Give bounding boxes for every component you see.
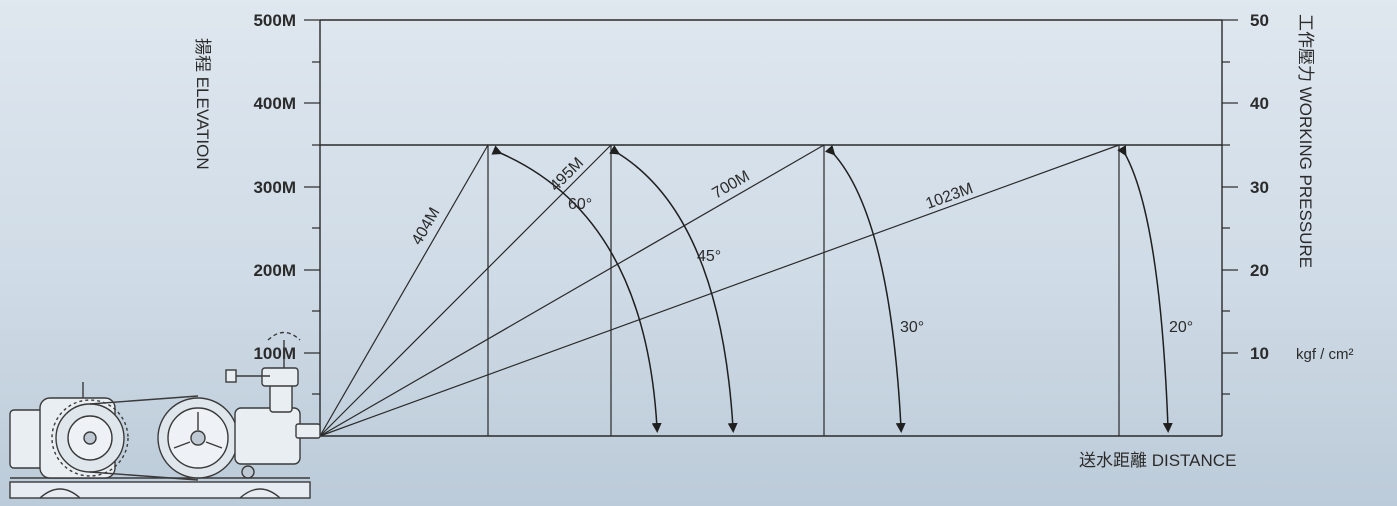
angle-label: 45° bbox=[697, 248, 721, 265]
left-axis-title: 揚程 ELEVATION bbox=[193, 38, 212, 170]
left-tick-label: 200M bbox=[253, 261, 296, 280]
left-ticks bbox=[304, 19, 320, 395]
arrow-30 bbox=[824, 144, 906, 433]
right-ticks bbox=[1222, 19, 1238, 395]
ray-404 bbox=[319, 144, 489, 437]
left-tick-labels: 500M 400M 300M 200M 100M bbox=[253, 11, 296, 363]
ray-label: 1023M bbox=[924, 180, 976, 213]
pressure-unit: kgf / cm² bbox=[1296, 346, 1354, 363]
angle-label: 30° bbox=[900, 319, 924, 336]
arrow-60 bbox=[491, 145, 662, 433]
left-tick-label: 100M bbox=[253, 344, 296, 363]
ray-label: 700M bbox=[710, 168, 753, 203]
left-tick-label: 300M bbox=[253, 178, 296, 197]
right-tick-labels: 50 40 30 20 10 bbox=[1250, 11, 1269, 363]
right-tick-label: 20 bbox=[1250, 261, 1269, 280]
ray-495 bbox=[319, 144, 612, 437]
angle-label: 20° bbox=[1169, 319, 1193, 336]
verticals bbox=[487, 145, 1120, 436]
ray-700 bbox=[319, 144, 825, 437]
arrow-20 bbox=[1117, 145, 1173, 433]
arrow-45 bbox=[609, 145, 738, 433]
left-tick-label: 400M bbox=[253, 94, 296, 113]
diagram-frame bbox=[319, 19, 1223, 437]
right-tick-label: 10 bbox=[1250, 344, 1269, 363]
right-tick-label: 40 bbox=[1250, 94, 1269, 113]
ray-label: 404M bbox=[409, 205, 444, 248]
angle-arrows bbox=[491, 144, 1173, 433]
bottom-axis-title: 送水距離 DISTANCE bbox=[1079, 451, 1236, 470]
pump-machine-illustration bbox=[9, 331, 321, 499]
right-axis-title: 工作壓力 WORKING PRESSURE bbox=[1296, 14, 1315, 268]
right-tick-label: 30 bbox=[1250, 178, 1269, 197]
right-tick-label: 50 bbox=[1250, 11, 1269, 30]
left-tick-label: 500M bbox=[253, 11, 296, 30]
angle-label: 60° bbox=[568, 196, 592, 213]
